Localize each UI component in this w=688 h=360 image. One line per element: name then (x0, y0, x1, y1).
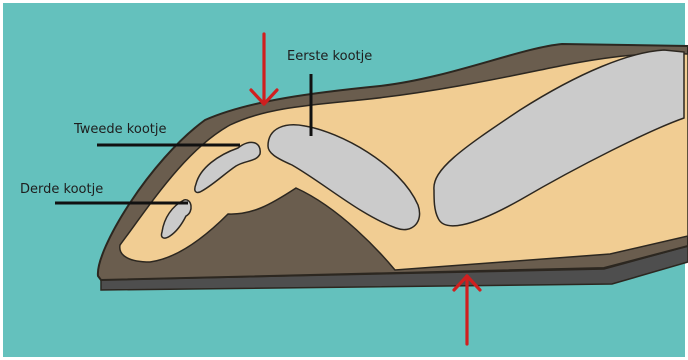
label-third-phalanx: Derde kootje (20, 182, 103, 197)
label-second-phalanx: Tweede kootje (73, 122, 166, 137)
label-first-phalanx: Eerste kootje (287, 49, 372, 64)
